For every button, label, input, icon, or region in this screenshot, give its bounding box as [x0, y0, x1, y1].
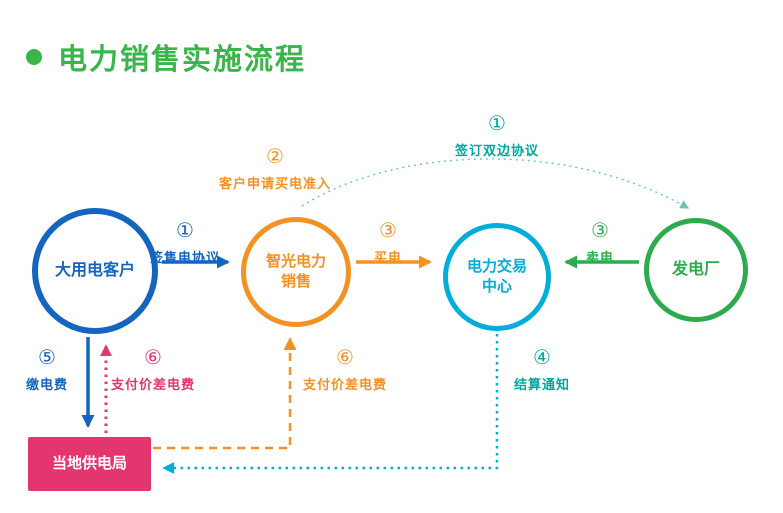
- step-number: ③: [379, 220, 397, 242]
- step-text: 客户申请买电准入: [218, 176, 331, 191]
- step-text: 结算通知: [513, 377, 570, 392]
- step-text: 缴电费: [25, 377, 68, 392]
- step-text: 签订双边协议: [454, 143, 539, 158]
- node-power-trading-center: 电力交易 中心: [443, 223, 551, 331]
- step-text: 支付价差电费: [302, 377, 387, 392]
- connector-bilateral-agreement: [301, 158, 690, 209]
- node-label: 大用电客户: [54, 262, 135, 280]
- title-bullet-icon: [26, 49, 42, 65]
- node-label-line1: 智光电力: [265, 252, 326, 270]
- step-text: 卖电: [585, 250, 614, 265]
- node-label: 发电厂: [671, 261, 720, 279]
- connector-pay-diff-to-zhiguang: [153, 337, 297, 450]
- label-sign-sale-agreement: ① 签售电协议: [135, 220, 235, 266]
- step-text: 支付价差电费: [110, 377, 195, 392]
- step-number: ⑤: [38, 347, 56, 369]
- step-text: 签售电协议: [149, 250, 220, 265]
- page-title-row: 电力销售实施流程: [26, 36, 306, 78]
- node-zhiguang-power-sales: 智光电力 销售: [241, 217, 351, 327]
- step-number: ①: [176, 220, 194, 242]
- step-number: ③: [591, 220, 609, 242]
- label-apply-purchase-access: ② 客户申请买电准入: [190, 146, 360, 192]
- node-label-line1: 电力交易: [466, 257, 527, 275]
- node-label: 当地供电局: [51, 454, 127, 472]
- step-number: ⑥: [336, 347, 354, 369]
- step-number: ⑥: [144, 347, 162, 369]
- page-title: 电力销售实施流程: [58, 44, 307, 76]
- label-sell-power: ③ 卖电: [560, 220, 640, 266]
- node-label-line2: 销售: [280, 273, 311, 290]
- node-local-power-bureau: 当地供电局: [28, 437, 151, 491]
- step-number: ④: [533, 347, 551, 369]
- node-large-power-customer: 大用电客户: [32, 208, 158, 334]
- step-number: ②: [266, 146, 284, 168]
- label-bilateral-agreement: ① 签订双边协议: [427, 113, 567, 159]
- node-label-line2: 中心: [481, 278, 512, 295]
- label-pay-price-difference-zhiguang: ⑥ 支付价差电费: [295, 347, 395, 393]
- connector-settlement-notice: [162, 334, 499, 474]
- node-power-plant: 发电厂: [644, 218, 748, 322]
- label-pay-electricity-fee: ⑤ 缴电费: [7, 347, 87, 393]
- label-pay-price-difference-customer: ⑥ 支付价差电费: [103, 347, 203, 393]
- step-text: 买电: [373, 250, 402, 265]
- label-buy-power: ③ 买电: [348, 220, 428, 266]
- step-number: ①: [488, 113, 506, 135]
- label-settlement-notice: ④ 结算通知: [492, 347, 592, 393]
